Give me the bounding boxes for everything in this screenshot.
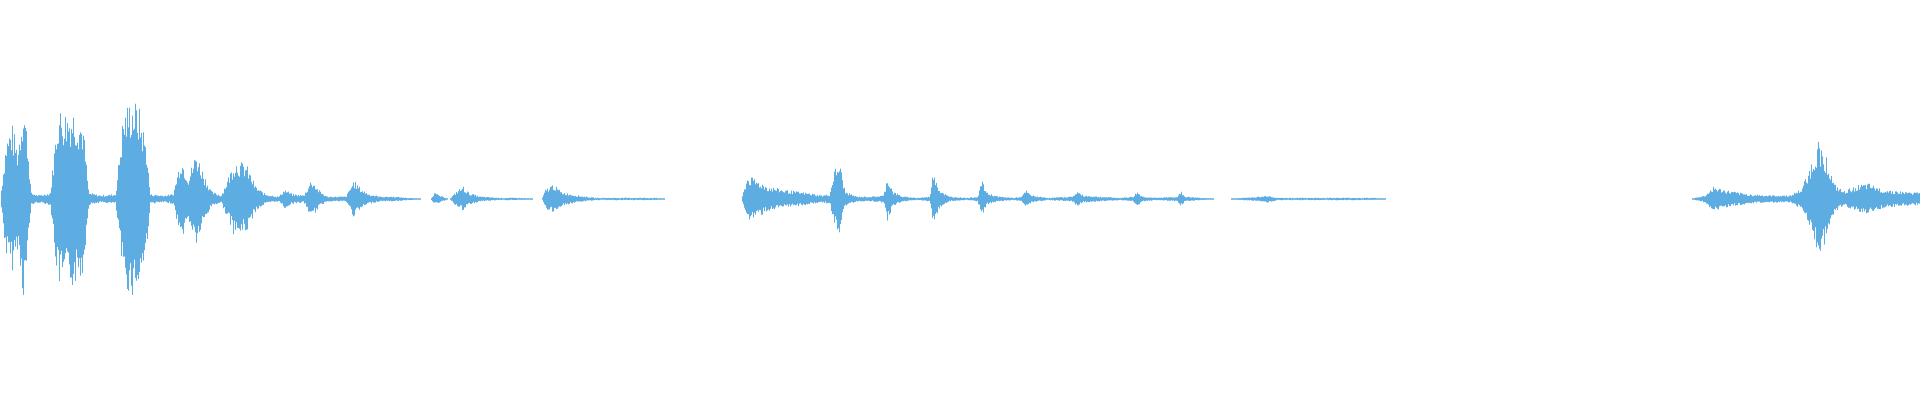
waveform-bars <box>1 103 1920 295</box>
